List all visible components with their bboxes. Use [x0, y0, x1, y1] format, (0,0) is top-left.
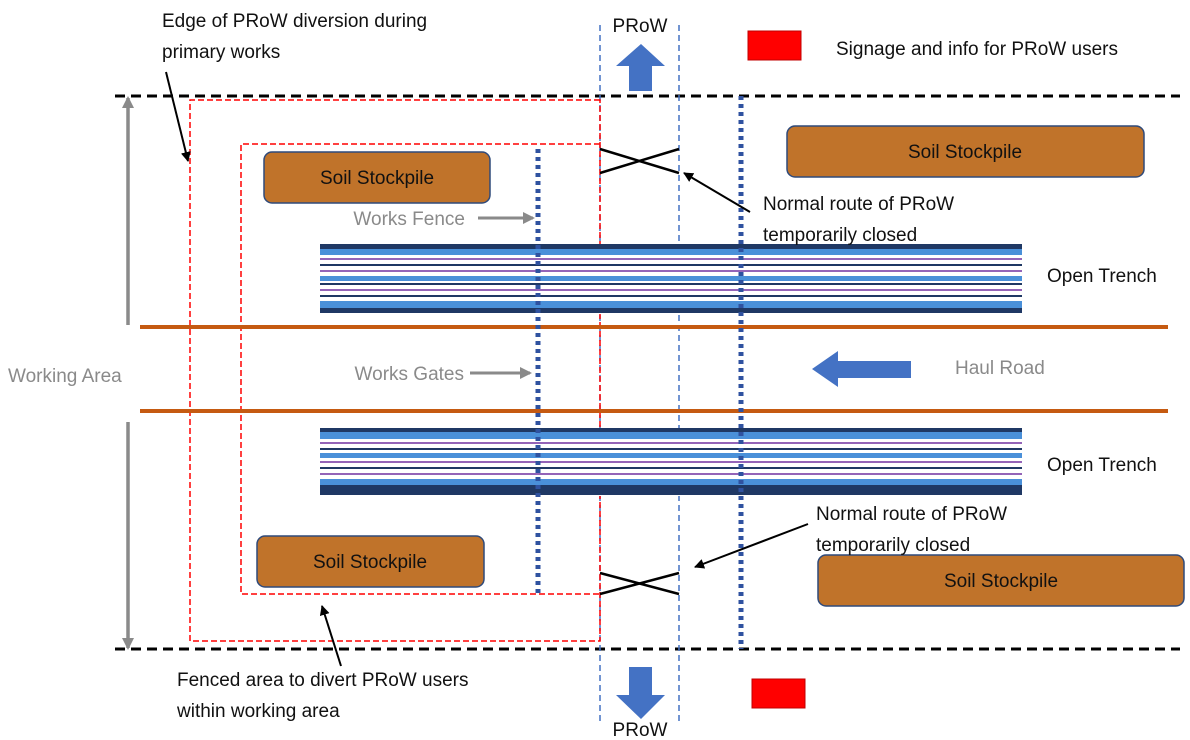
open-trench-bottom [320, 428, 1022, 496]
open-trench-top-label: Open Trench [1047, 266, 1157, 287]
closed-route-cross-top [599, 147, 680, 175]
prow-bottom-label: PRoW [613, 720, 668, 740]
works-fence-label: Works Fence [353, 209, 465, 230]
haul-road-label: Haul Road [955, 358, 1045, 379]
normal-route-bottom-label-line1: Normal route of PRoW [816, 504, 1007, 525]
closed-route-cross-bottom [599, 571, 680, 596]
signage-marker-bottom [751, 678, 806, 709]
diversion-edge-callout-icon [165, 71, 191, 162]
normal-route-bottom-label-line2: temporarily closed [816, 535, 970, 556]
normal-route-bottom-callout-icon [694, 523, 809, 569]
prow-up-arrow-icon [616, 44, 665, 91]
fenced-area-label-line2: within working area [176, 701, 340, 722]
fenced-area-label-line1: Fenced area to divert PRoW users [177, 670, 468, 691]
stockpile-label: Soil Stockpile [908, 142, 1022, 163]
signage-legend-label: Signage and info for PRoW users [836, 39, 1118, 60]
soil-stockpile: Soil Stockpile [263, 151, 491, 204]
signage-marker-top [747, 30, 802, 61]
fenced-area-callout-icon [319, 605, 342, 667]
soil-stockpile: Soil Stockpile [817, 554, 1185, 607]
stockpile-label: Soil Stockpile [944, 571, 1058, 592]
prow-top-label: PRoW [613, 16, 668, 37]
working-area-label: Working Area [8, 366, 122, 387]
normal-route-top-label-line1: Normal route of PRoW [763, 194, 954, 215]
haul-road-arrow-icon [812, 351, 911, 387]
soil-stockpile: Soil Stockpile [786, 125, 1145, 178]
open-trench-top [320, 244, 1022, 314]
stockpile-label: Soil Stockpile [313, 552, 427, 573]
normal-route-top-callout-icon [683, 172, 751, 213]
soil-stockpile: Soil Stockpile [256, 535, 485, 588]
prow-down-arrow-icon [616, 667, 665, 719]
prow-diversion-label-line2: primary works [162, 42, 280, 63]
open-trench-bottom-label: Open Trench [1047, 455, 1157, 476]
works-gates-label: Works Gates [355, 364, 464, 385]
normal-route-top-label-line2: temporarily closed [763, 225, 917, 246]
prow-diversion-label-line1: Edge of PRoW diversion during [162, 11, 427, 32]
stockpile-label: Soil Stockpile [320, 168, 434, 189]
